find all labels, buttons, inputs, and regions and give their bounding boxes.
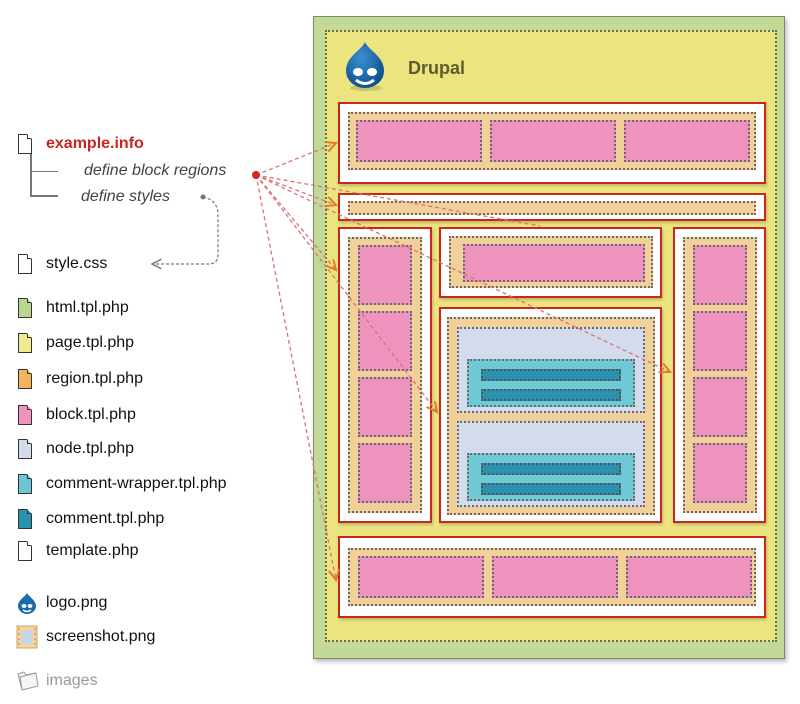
block [358, 443, 412, 503]
file-page-tpl-php[interactable]: page.tpl.php [18, 332, 134, 354]
file-icon [18, 439, 32, 459]
comment [481, 463, 621, 475]
drupal-drop-icon [18, 593, 36, 614]
footer-section [338, 536, 766, 618]
file-label: screenshot.png [46, 628, 156, 645]
block [624, 120, 750, 162]
block [693, 443, 747, 503]
file-icon [18, 405, 32, 425]
tree-branch [30, 195, 58, 197]
file-region-tpl-php[interactable]: region.tpl.php [18, 368, 143, 390]
file-logo-png[interactable]: logo.png [16, 592, 107, 614]
sidebar-second-section [673, 227, 766, 523]
folder-icon [17, 671, 39, 691]
file-style-css[interactable]: style.css [18, 253, 107, 275]
file-label: block.tpl.php [46, 406, 136, 423]
block [356, 120, 482, 162]
tree-branch [30, 171, 58, 172]
block [626, 556, 752, 598]
file-label: template.php [46, 542, 139, 559]
node [457, 327, 645, 413]
folder-images[interactable]: images [16, 670, 98, 692]
file-icon [18, 509, 32, 529]
file-label: comment-wrapper.tpl.php [46, 475, 227, 492]
footer-region [348, 548, 756, 606]
file-icon [18, 369, 32, 389]
block [358, 556, 484, 598]
file-comment-wrapper-tpl-php[interactable]: comment-wrapper.tpl.php [18, 473, 227, 495]
file-node-tpl-php[interactable]: node.tpl.php [18, 438, 134, 460]
file-icon [18, 134, 32, 154]
comment [481, 389, 621, 401]
file-label: style.css [46, 255, 108, 272]
block [693, 377, 747, 437]
file-label: comment.tpl.php [46, 510, 165, 527]
file-template-php[interactable]: template.php [18, 540, 139, 562]
block [693, 245, 747, 305]
node [457, 421, 645, 507]
block [492, 556, 618, 598]
comment-wrapper [467, 453, 635, 501]
file-icon [18, 541, 32, 561]
file-block-tpl-php[interactable]: block.tpl.php [18, 404, 136, 426]
block [693, 311, 747, 371]
file-label: region.tpl.php [46, 370, 143, 387]
navigation-section [338, 193, 766, 221]
file-screenshot-png[interactable]: screenshot.png [16, 625, 156, 649]
comment [481, 483, 621, 495]
header-section [338, 102, 766, 184]
highlighted-region [449, 236, 653, 288]
tree-line [30, 154, 32, 196]
styles-origin-dot [200, 194, 206, 200]
regions-origin-dot [252, 171, 260, 179]
site-name: Drupal [408, 58, 466, 78]
content-region [447, 317, 655, 515]
file-example-info[interactable]: example.info [18, 133, 144, 155]
content-section [439, 307, 662, 523]
file-icon [18, 333, 32, 353]
file-icon [18, 474, 32, 494]
navigation-region [348, 201, 756, 215]
arrow-to-style-css [152, 196, 219, 264]
comment [481, 369, 621, 381]
block [358, 377, 412, 437]
block [358, 245, 412, 305]
file-label: html.tpl.php [46, 299, 129, 316]
file-icon [18, 298, 32, 318]
file-label: images [46, 672, 98, 689]
block [358, 311, 412, 371]
header-region [348, 112, 756, 170]
sidebar-second-region [683, 237, 757, 513]
highlighted-section [439, 227, 662, 298]
drupal-logo-icon [346, 42, 384, 91]
file-label: example.info [46, 135, 144, 152]
file-comment-tpl-php[interactable]: comment.tpl.php [18, 508, 164, 530]
note-define-styles: define styles [81, 188, 170, 205]
screenshot-thumbnail-icon [16, 625, 38, 649]
file-label: page.tpl.php [46, 334, 135, 351]
block [463, 244, 645, 282]
file-label: logo.png [46, 594, 108, 611]
comment-wrapper [467, 359, 635, 407]
sidebar-first-section [338, 227, 432, 523]
note-define-block-regions: define block regions [84, 162, 227, 179]
block [490, 120, 616, 162]
file-html-tpl-php[interactable]: html.tpl.php [18, 297, 129, 319]
file-icon [18, 254, 32, 274]
sidebar-first-region [348, 237, 422, 513]
file-label: node.tpl.php [46, 440, 135, 457]
